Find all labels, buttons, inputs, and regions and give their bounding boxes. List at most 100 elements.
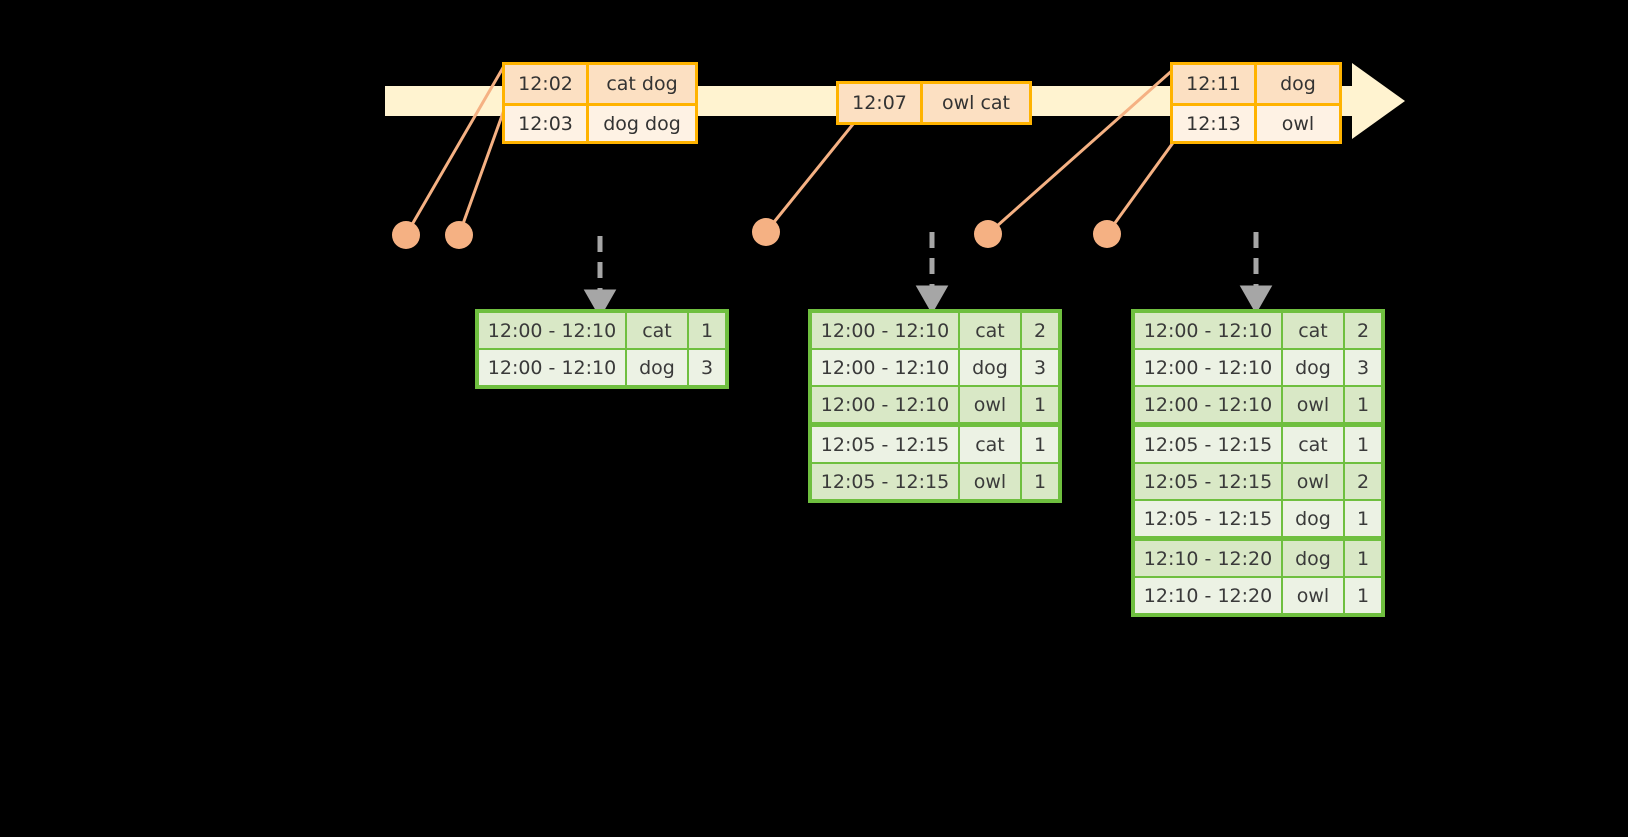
cell-key: cat (1283, 313, 1343, 348)
cell-window: 12:05 - 12:15 (1135, 427, 1281, 462)
event-time: 12:02 (505, 65, 589, 103)
result-table-1[interactable]: 12:00 - 12:10 cat 1 12:00 - 12:10 dog 3 (475, 309, 729, 389)
cell-window: 12:00 - 12:10 (1135, 350, 1281, 385)
event-group-2[interactable]: 12:07 owl cat (836, 81, 1032, 125)
event-time: 12:11 (1173, 65, 1257, 103)
cell-key: cat (1283, 427, 1343, 462)
cell-key: cat (960, 427, 1020, 462)
cell-window: 12:00 - 12:10 (812, 313, 958, 348)
table-row[interactable]: 12:00 - 12:10 owl 1 (1135, 387, 1381, 422)
connector-line-3 (764, 117, 860, 233)
dashed-arrow-head-3 (1239, 285, 1273, 315)
event-time: 12:13 (1173, 106, 1257, 141)
cell-count: 1 (1345, 427, 1381, 462)
cell-window: 12:10 - 12:20 (1135, 541, 1281, 576)
event-words: dog (1280, 73, 1316, 95)
table-row[interactable]: 12:05 - 12:15 cat 1 (812, 427, 1058, 462)
cell-window: 12:05 - 12:15 (1135, 464, 1281, 499)
table-row[interactable]: 12:00 - 12:10 owl 1 (812, 387, 1058, 422)
event-time: 12:03 (505, 106, 589, 141)
table-row[interactable]: 12:05 - 12:15 cat 1 (1135, 427, 1381, 462)
event-row[interactable]: 12:02 cat dog (505, 65, 695, 103)
event-words: dog dog (603, 112, 681, 135)
marker-12-13 (1093, 220, 1121, 248)
cell-key: dog (1283, 541, 1343, 576)
table-row[interactable]: 12:00 - 12:10 dog 3 (812, 350, 1058, 385)
table-row[interactable]: 12:10 - 12:20 dog 1 (1135, 541, 1381, 576)
cell-key: cat (627, 313, 687, 348)
cell-key: owl (1283, 578, 1343, 613)
event-words: owl (1281, 112, 1315, 135)
cell-key: dog (1283, 501, 1343, 536)
cell-count: 1 (1345, 501, 1381, 536)
window-group: 12:10 - 12:20 dog 1 12:10 - 12:20 owl 1 (1135, 541, 1381, 613)
cell-key: owl (960, 464, 1020, 499)
cell-window: 12:00 - 12:10 (1135, 387, 1281, 422)
cell-count: 1 (1022, 387, 1058, 422)
connector-line-4 (987, 66, 1176, 236)
connector-line-1 (404, 65, 506, 236)
marker-12-03 (445, 221, 473, 249)
cell-key: dog (627, 350, 687, 385)
table-row[interactable]: 12:00 - 12:10 cat 2 (812, 313, 1058, 348)
connector-line-5 (1105, 139, 1177, 235)
cell-window: 12:00 - 12:10 (479, 350, 625, 385)
cell-window: 12:05 - 12:15 (812, 464, 958, 499)
cell-window: 12:00 - 12:10 (812, 387, 958, 422)
table-row[interactable]: 12:05 - 12:15 owl 2 (1135, 464, 1381, 499)
cell-count: 1 (689, 313, 725, 348)
cell-window: 12:00 - 12:10 (812, 350, 958, 385)
cell-count: 1 (1345, 541, 1381, 576)
cell-count: 2 (1345, 464, 1381, 499)
cell-count: 3 (689, 350, 725, 385)
result-table-3[interactable]: 12:00 - 12:10 cat 2 12:00 - 12:10 dog 3 … (1131, 309, 1385, 617)
dashed-arrow-head-1 (583, 289, 617, 319)
table-row[interactable]: 12:10 - 12:20 owl 1 (1135, 578, 1381, 613)
cell-window: 12:05 - 12:15 (1135, 501, 1281, 536)
connector-line-2 (457, 109, 506, 236)
event-words: owl cat (941, 92, 1011, 114)
window-group: 12:00 - 12:10 cat 1 12:00 - 12:10 dog 3 (479, 313, 725, 385)
cell-key: dog (960, 350, 1020, 385)
cell-key: owl (1283, 387, 1343, 422)
event-time: 12:07 (839, 84, 923, 122)
cell-window: 12:00 - 12:10 (479, 313, 625, 348)
cell-key: owl (960, 387, 1020, 422)
marker-12-07 (752, 218, 780, 246)
event-words: cat dog (606, 73, 678, 95)
cell-key: owl (1283, 464, 1343, 499)
cell-count: 3 (1022, 350, 1058, 385)
cell-count: 2 (1022, 313, 1058, 348)
window-group: 12:00 - 12:10 cat 2 12:00 - 12:10 dog 3 … (812, 313, 1058, 422)
cell-count: 1 (1345, 387, 1381, 422)
cell-key: cat (960, 313, 1020, 348)
cell-window: 12:00 - 12:10 (1135, 313, 1281, 348)
cell-count: 1 (1022, 427, 1058, 462)
table-row[interactable]: 12:00 - 12:10 dog 3 (479, 350, 725, 385)
table-row[interactable]: 12:05 - 12:15 owl 1 (812, 464, 1058, 499)
dashed-arrow-head-2 (915, 285, 949, 315)
event-row[interactable]: 12:07 owl cat (839, 84, 1029, 122)
table-row[interactable]: 12:00 - 12:10 cat 1 (479, 313, 725, 348)
cell-count: 1 (1022, 464, 1058, 499)
window-group: 12:00 - 12:10 cat 2 12:00 - 12:10 dog 3 … (1135, 313, 1381, 422)
cell-count: 2 (1345, 313, 1381, 348)
event-group-1[interactable]: 12:02 cat dog 12:03 dog dog (502, 62, 698, 144)
window-group: 12:05 - 12:15 cat 1 12:05 - 12:15 owl 2 … (1135, 427, 1381, 536)
event-row[interactable]: 12:03 dog dog (505, 103, 695, 141)
marker-12-11 (974, 220, 1002, 248)
event-row[interactable]: 12:11 dog (1173, 65, 1339, 103)
table-row[interactable]: 12:05 - 12:15 dog 1 (1135, 501, 1381, 536)
table-row[interactable]: 12:00 - 12:10 dog 3 (1135, 350, 1381, 385)
result-table-2[interactable]: 12:00 - 12:10 cat 2 12:00 - 12:10 dog 3 … (808, 309, 1062, 503)
table-row[interactable]: 12:00 - 12:10 cat 2 (1135, 313, 1381, 348)
cell-window: 12:10 - 12:20 (1135, 578, 1281, 613)
cell-key: dog (1283, 350, 1343, 385)
event-row[interactable]: 12:13 owl (1173, 103, 1339, 141)
event-group-3[interactable]: 12:11 dog 12:13 owl (1170, 62, 1342, 144)
marker-12-02 (392, 221, 420, 249)
window-group: 12:05 - 12:15 cat 1 12:05 - 12:15 owl 1 (812, 427, 1058, 499)
cell-count: 3 (1345, 350, 1381, 385)
cell-count: 1 (1345, 578, 1381, 613)
